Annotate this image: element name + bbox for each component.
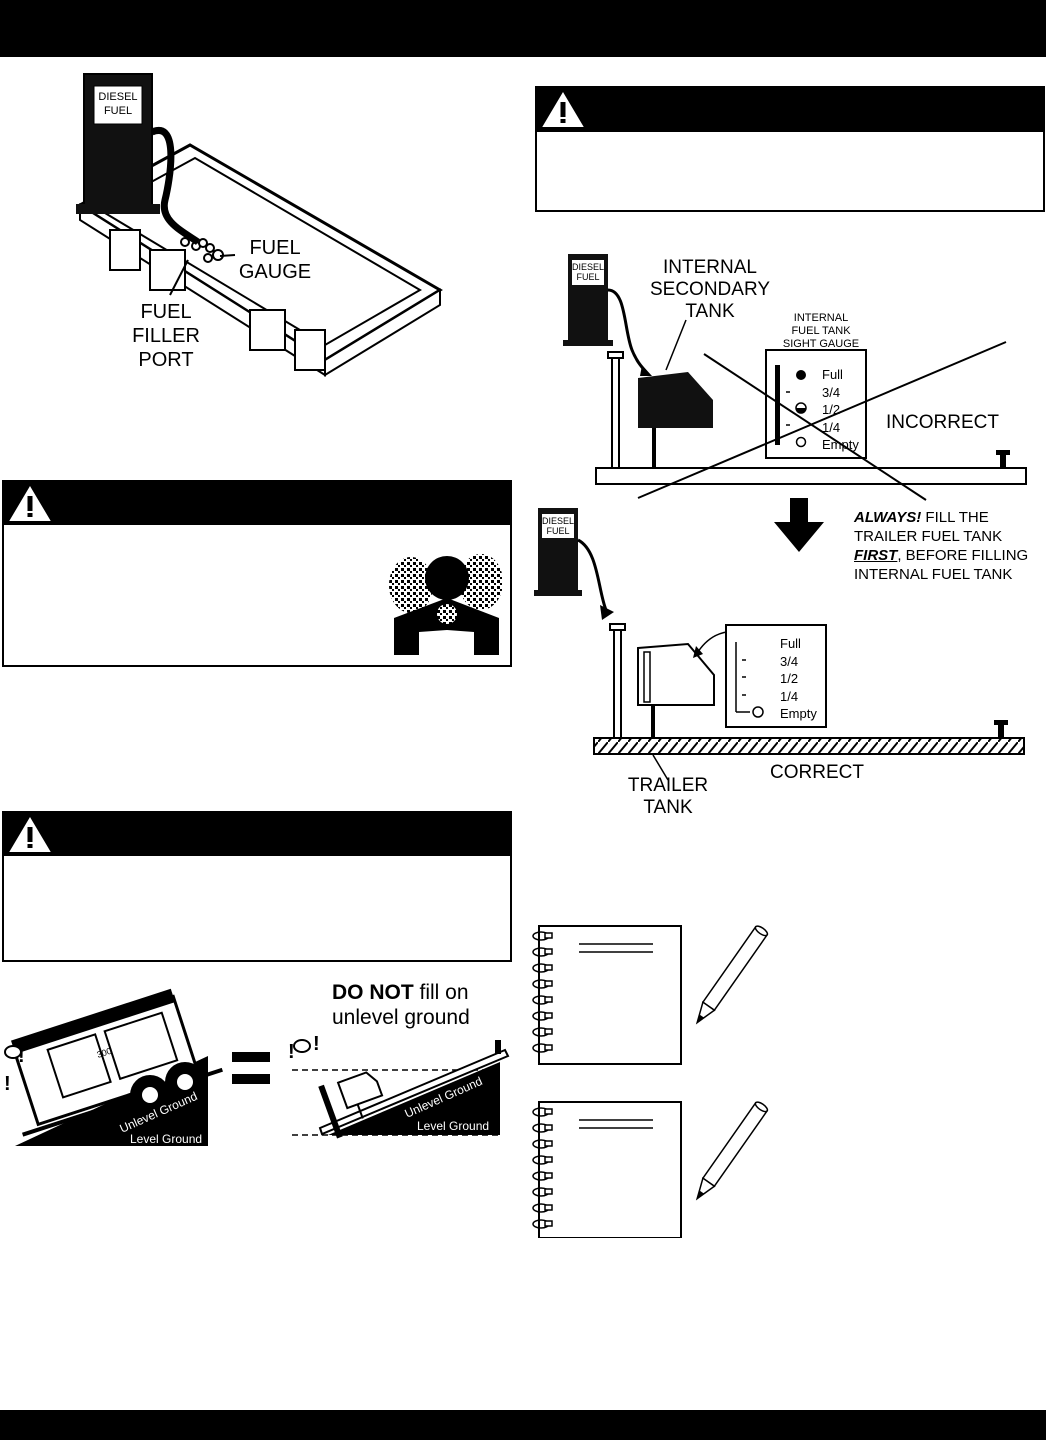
footer-bar (0, 1410, 1046, 1440)
sight-line1: INTERNAL (793, 312, 849, 324)
gauge-levels-top: Full 3/4 1/2 1/4 Empty (822, 366, 859, 454)
notebook-pencil-icon (532, 925, 769, 1065)
fuel-filler-line1: FUEL (140, 301, 192, 323)
first-text: FIRST (854, 547, 898, 564)
level-ground-right-label: Level Ground (417, 1119, 489, 1133)
svg-text:!: ! (313, 1033, 320, 1055)
unlevel-ground-text: unlevel ground (332, 1006, 470, 1029)
gauge-level-quarter: 1/4 (780, 688, 799, 704)
svg-text:!: ! (18, 1045, 25, 1067)
do-not-fill-caption: DO NOT fill on unlevel ground (332, 980, 470, 1030)
pump-sign: DIESEL FUEL (94, 86, 142, 118)
sight-line3: SIGHT GAUGE (782, 338, 860, 350)
internal-secondary-tank-label: INTERNAL SECONDARY TANK (640, 257, 780, 323)
gauge-level-three-quarter: 3/4 (780, 653, 799, 669)
unlevel-ground-illustration: ! ! ! ! Unlevel Ground Level Ground Unle… (4, 988, 510, 1146)
gauge-level-half: 1/2 (780, 671, 799, 686)
do-not-text: DO NOT (332, 981, 414, 1004)
sight-gauge-label: INTERNAL FUEL TANK SIGHT GAUGE (766, 312, 876, 351)
fuel-gauge-line1: FUEL (249, 237, 301, 259)
tank-filling-figure: DIESEL FUEL DIESEL FUEL INTERNAL SECONDA… (528, 250, 1046, 820)
warning-box-right (535, 86, 1045, 212)
warning-triangle-icon (9, 486, 51, 521)
fuel-filler-line2: FILLER (132, 325, 200, 347)
warning-triangle-icon (542, 92, 584, 127)
pump1-line1: DIESEL (572, 262, 605, 272)
gauge-level-full: Full (822, 367, 843, 382)
tank-filling-illustration (534, 254, 1027, 781)
fill-the-text: FILL THE (921, 509, 989, 526)
notes-icon-2 (527, 1096, 777, 1239)
trailer-tank-line1: TRAILER (627, 775, 709, 796)
gauge-levels-bottom: Full 3/4 1/2 1/4 Empty (780, 635, 817, 723)
gauge-level-three-quarter: 3/4 (822, 384, 841, 400)
inhalation-hazard-icon (389, 554, 503, 655)
correct-label: CORRECT (770, 762, 864, 783)
trailer-tank-label: TRAILER TANK (623, 775, 713, 819)
fuel-filling-figure: DIESEL FUEL FUEL GAUGE FUEL FILLER PORT (70, 70, 450, 390)
trailer-top-view-illustration (76, 73, 443, 377)
pump1-line2: FUEL (576, 272, 600, 282)
warning-header (537, 88, 1043, 132)
fill-on-text: fill on (413, 981, 469, 1004)
fuel-gauge-line2: GAUGE (238, 261, 312, 283)
internal-fuel-tank-text: INTERNAL FUEL TANK (854, 566, 1013, 583)
fuel-gauge-label: FUEL GAUGE (230, 236, 320, 284)
gauge-level-full: Full (780, 636, 801, 651)
trailer-tank-line2: TANK (643, 797, 693, 818)
warning-header (4, 813, 510, 856)
always-text: ALWAYS! (854, 509, 922, 526)
before-filling-text: , BEFORE FILLING (897, 547, 1029, 564)
gauge-level-half: 1/2 (822, 402, 841, 417)
warning-triangle-icon (9, 817, 51, 852)
generator-model-label: 300 (96, 1046, 113, 1060)
pump2-line1: DIESEL (542, 516, 575, 526)
unlevel-ground-figure: ! ! ! ! Unlevel Ground Level Ground Unle… (0, 970, 512, 1155)
incorrect-label: INCORRECT (886, 412, 999, 433)
svg-text:!: ! (4, 1073, 11, 1095)
always-fill-note: ALWAYS! FILL THE TRAILER FUEL TANK FIRST… (854, 508, 1028, 584)
warning-header (4, 482, 510, 525)
pump1-sign: DIESEL FUEL (572, 262, 604, 282)
gauge-level-empty: Empty (780, 706, 817, 721)
pump2-sign: DIESEL FUEL (542, 516, 574, 536)
internal-line3: TANK (685, 301, 735, 322)
internal-line1: INTERNAL (663, 257, 757, 278)
warning-box-fumes (2, 480, 512, 667)
pump-label-line1: DIESEL (98, 91, 138, 103)
warning-box-level-ground (2, 811, 512, 962)
level-ground-left-label: Level Ground (130, 1132, 202, 1146)
header-bar (0, 0, 1046, 57)
sight-line2: FUEL TANK (791, 325, 851, 337)
gauge-level-quarter: 1/4 (822, 419, 841, 435)
svg-text:!: ! (288, 1041, 295, 1063)
pump2-line2: FUEL (546, 526, 570, 536)
internal-line2: SECONDARY (649, 279, 770, 300)
fuel-filler-line3: PORT (138, 349, 194, 371)
trailer-fuel-tank-text: TRAILER FUEL TANK (854, 528, 1003, 545)
notes-icon-1 (527, 920, 777, 1070)
notebook-pencil-icon (532, 1101, 769, 1239)
gauge-level-empty: Empty (822, 437, 859, 452)
fuel-filler-port-label: FUEL FILLER PORT (126, 300, 206, 372)
pump-label-line2: FUEL (103, 105, 133, 117)
